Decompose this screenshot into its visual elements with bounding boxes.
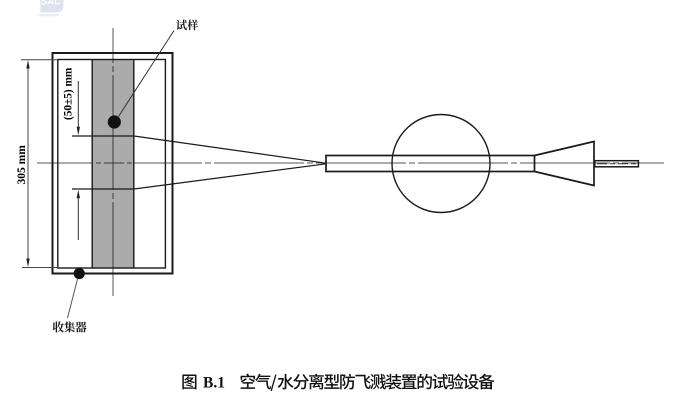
svg-text:SAC: SAC [41,0,61,7]
svg-text:305 mm: 305 mm [16,145,28,185]
svg-text:(50±5) mm: (50±5) mm [63,67,75,120]
svg-text:B.1: B.1 [203,374,225,391]
